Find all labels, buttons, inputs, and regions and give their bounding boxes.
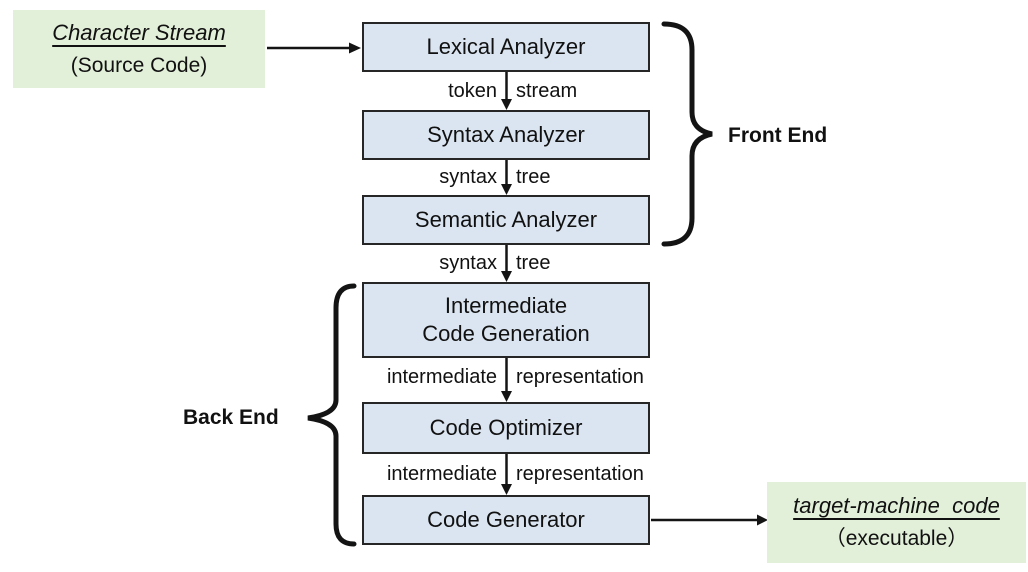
arrowhead-icg-to-optimizer [501, 391, 512, 402]
flow-word-right: tree [516, 166, 551, 188]
flow-label-token-stream: token stream [0, 78, 1028, 104]
flow-word-right: representation [516, 463, 644, 485]
source-subtitle: (Source Code) [70, 53, 208, 77]
arrowhead-semantic-to-icg [501, 271, 512, 282]
stage-semantic-analyzer: Semantic Analyzer [362, 195, 650, 245]
stage-label: Code Optimizer [429, 415, 583, 440]
target-title: target-machine code [793, 493, 1000, 519]
flow-word-right: representation [516, 366, 644, 388]
flow-word-left: intermediate [386, 366, 497, 388]
stage-lexical-analyzer: Lexical Analyzer [362, 22, 650, 72]
flow-label-syntax-tree-2: syntax tree [0, 250, 1028, 276]
target-subtitle: （executable） [824, 527, 969, 551]
stage-label: Semantic Analyzer [414, 207, 598, 232]
stage-label: Lexical Analyzer [426, 34, 586, 59]
flow-word-right: stream [516, 80, 578, 102]
arrowhead-source-to-lexical [349, 42, 361, 54]
back-end-label: Back End [183, 406, 279, 429]
source-code-box: Character Stream (Source Code) [13, 10, 265, 88]
stage-code-generator: Code Generator [362, 495, 650, 545]
stage-code-optimizer: Code Optimizer [362, 402, 650, 454]
flow-word-right: tree [516, 252, 551, 274]
stage-label: Syntax Analyzer [427, 122, 585, 147]
back-end-brace [307, 283, 357, 547]
target-machine-code-box: target-machine code （executable） [767, 482, 1026, 563]
stage-label: Code Generator [427, 507, 585, 532]
arrowhead-optimizer-to-generator [501, 484, 512, 495]
flow-label-syntax-tree-1: syntax tree [0, 164, 1028, 190]
source-title: Character Stream [52, 19, 226, 45]
arrowhead-generator-to-target [757, 514, 768, 526]
front-end-brace [661, 21, 713, 247]
stage-syntax-analyzer: Syntax Analyzer [362, 110, 650, 160]
flow-word-left: syntax [439, 252, 497, 274]
flow-label-intermediate-representation-1: intermediate representation [0, 364, 1028, 390]
arrowhead-syntax-to-semantic [501, 184, 512, 195]
flow-word-left: token [448, 80, 497, 102]
front-end-label: Front End [728, 124, 828, 147]
flow-word-left: intermediate [386, 463, 497, 485]
flow-word-left: syntax [439, 166, 497, 188]
stage-label-line1: Intermediate [444, 293, 568, 318]
flow-label-intermediate-representation-2: intermediate representation [0, 461, 1028, 487]
stage-label-line2: Code Generation [422, 321, 590, 346]
arrowhead-lexical-to-syntax [501, 99, 512, 110]
stage-intermediate-code-generation: Intermediate Code Generation [362, 282, 650, 358]
